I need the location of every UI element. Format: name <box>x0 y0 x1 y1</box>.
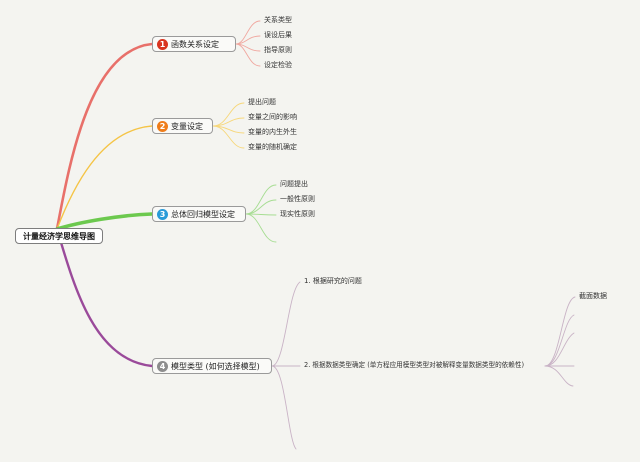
branch-1-number-badge: 1 <box>157 38 168 50</box>
branch-2-number-badge: 2 <box>157 120 168 132</box>
branch-4-label: 模型类型 (如何选择模型) <box>171 361 260 371</box>
branch-2-leaf[interactable]: 变量的内生外生 <box>248 128 297 136</box>
branch-3-leaf[interactable]: 问题提出 <box>280 180 308 188</box>
branch-3-label: 总体回归模型设定 <box>171 209 235 219</box>
branch-4-number-badge: 4 <box>157 360 168 372</box>
sub-leaf[interactable]: 截面数据 <box>579 292 607 300</box>
branch-4-node[interactable]: 4 模型类型 (如何选择模型) <box>152 358 272 374</box>
branch-4-leaf[interactable]: 2. 根据数据类型确定 (单方程应用模型类型对被解释变量数据类型的依赖性) <box>304 361 525 369</box>
branch-1-leaf[interactable]: 误设后果 <box>264 31 292 39</box>
branch-1-leaf[interactable]: 指导原则 <box>264 46 292 54</box>
branch-1-leaf[interactable]: 关系类型 <box>264 16 292 24</box>
branch-2-leaf[interactable]: 变量之间的影响 <box>248 113 297 121</box>
branch-3-number-badge: 3 <box>157 208 168 220</box>
branch-1-leaf[interactable]: 设定检验 <box>264 61 292 69</box>
branch-3-node[interactable]: 3 总体回归模型设定 <box>152 206 246 222</box>
branch-1-label: 函数关系设定 <box>171 39 219 49</box>
root-node[interactable]: 计量经济学思维导图 <box>15 228 103 244</box>
branch-3-leaf[interactable]: 一般性原则 <box>280 195 315 203</box>
branch-1-connector <box>55 42 154 231</box>
branch-3-connector <box>55 212 154 231</box>
branch-1-node[interactable]: 1 函数关系设定 <box>152 36 236 52</box>
branch-2-label: 变量设定 <box>171 121 203 131</box>
branch-3-leaf[interactable]: 现实性原则 <box>280 210 315 218</box>
branch-4-leaf[interactable]: 1. 根据研究的问题 <box>304 277 362 285</box>
branch-2-leaf[interactable]: 提出问题 <box>248 98 276 106</box>
branch-2-connector <box>56 125 153 230</box>
branch-2-leaf[interactable]: 变量的随机确定 <box>248 143 297 151</box>
branch-4-connector <box>55 227 154 368</box>
root-label: 计量经济学思维导图 <box>23 231 95 241</box>
branch-2-node[interactable]: 2 变量设定 <box>152 118 213 134</box>
